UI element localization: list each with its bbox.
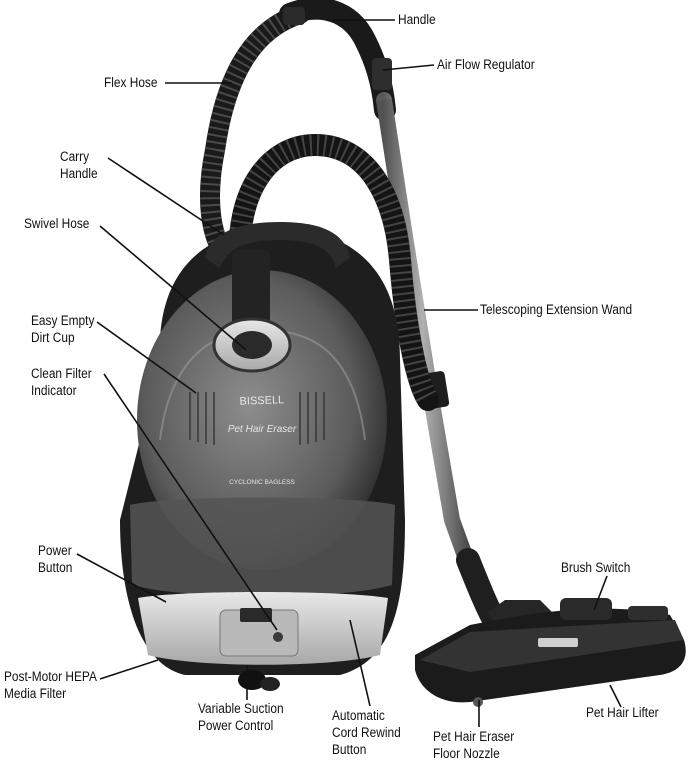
label-suction-line-1: Variable Suction [198,701,284,716]
label-dirt-cup-line-2: Dirt Cup [31,330,75,345]
label-clean-filter-indicator: Clean Filter Indicator [31,365,92,399]
label-carry-handle-line-1: Carry [60,149,90,164]
leader-swivel-hose [99,225,247,351]
flex-hose [200,4,310,272]
label-hepa-line-2: Media Filter [4,686,67,701]
suction-dial[interactable] [273,632,283,642]
label-power-line-1: Power [38,543,72,558]
leader-lines [76,19,622,727]
floor-nozzle [415,598,686,707]
brand-text: BISSELL [239,394,284,408]
label-hepa-line-1: Post-Motor HEPA [4,669,97,684]
leader-cord-rewind [349,619,371,707]
label-automatic-cord-rewind-button: Automatic Cord Rewind Button [332,707,401,758]
leader-filter-indicator [103,373,278,631]
leader-dirt-cup [96,321,197,394]
label-flex-hose: Flex Hose [104,75,158,90]
brush-switch[interactable] [560,598,612,620]
label-easy-empty-dirt-cup: Easy Empty Dirt Cup [31,312,94,346]
label-telescoping-extension-wand: Telescoping Extension Wand [480,302,633,317]
label-cord-line-1: Automatic [332,708,385,723]
leader-air-flow [382,64,435,71]
carry-handle[interactable] [205,222,350,268]
label-cord-line-3: Button [332,742,367,757]
label-handle: Handle [398,12,436,27]
air-flow-regulator[interactable] [372,58,392,90]
canister-body [120,222,405,691]
label-cord-line-2: Cord Rewind [332,725,401,740]
label-air-flow-regulator: Air Flow Regulator [437,57,535,72]
label-carry-handle: Carry Handle [60,148,98,182]
label-nozzle-line-2: Floor Nozzle [433,746,500,761]
product-markings: BISSELL Pet Hair Eraser CYCLONIC BAGLESS [228,394,297,486]
label-post-motor-hepa-media-filter: Post-Motor HEPA Media Filter [4,668,97,702]
label-swivel-hose: Swivel Hose [24,216,90,231]
model-text: Pet Hair Eraser [228,424,297,435]
label-power-button: Power Button [38,542,72,576]
label-carry-handle-line-2: Handle [60,166,98,181]
label-variable-suction-power-control: Variable Suction Power Control [198,700,284,734]
leader-carry-handle [107,157,225,236]
label-brush-switch: Brush Switch [561,560,631,575]
label-dirt-cup-line-1: Easy Empty [31,313,95,328]
label-filter-line-1: Clean Filter [31,366,92,381]
dirt-cup[interactable] [137,270,387,570]
label-filter-line-2: Indicator [31,383,77,398]
wand-handle [279,0,396,121]
swivel-hose [228,133,439,411]
pet-hair-lifter[interactable] [628,606,668,620]
label-nozzle-line-1: Pet Hair Eraser [433,729,515,744]
leader-hepa-filter [99,659,159,680]
leader-brush-switch [593,575,608,611]
label-suction-line-2: Power Control [198,718,274,733]
label-power-line-2: Button [38,560,73,575]
feature-text: CYCLONIC BAGLESS [229,479,295,486]
leader-power-button [76,553,167,603]
label-pet-hair-lifter: Pet Hair Lifter [586,705,659,720]
label-pet-hair-eraser-floor-nozzle: Pet Hair Eraser Floor Nozzle [433,728,514,762]
leader-pet-hair-lifter [609,684,622,708]
